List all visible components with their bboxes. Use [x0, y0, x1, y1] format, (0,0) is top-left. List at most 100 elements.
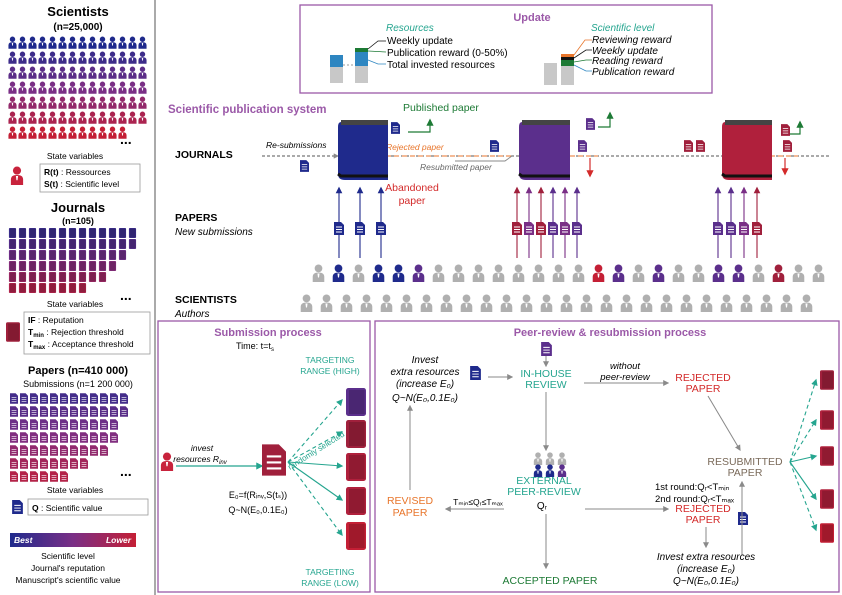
- journals-state-vars-label: State variables: [47, 299, 103, 309]
- scientist-icon: [18, 66, 27, 79]
- round-2: 2nd round:Qᵣ<Tₘₐₓ: [655, 494, 735, 505]
- published-paper-label: Published paper: [403, 102, 479, 114]
- author-icon: [640, 294, 653, 312]
- scientist-icon: [138, 111, 147, 124]
- journal-icon: [58, 228, 67, 238]
- paper-icon: [60, 445, 68, 456]
- scientist-icon: [28, 51, 37, 64]
- scientist-icon: [48, 36, 57, 49]
- paper-icon: [20, 458, 28, 469]
- scientist-icon: [128, 111, 137, 124]
- author-icon: [532, 264, 545, 282]
- submitted-paper-doc: [262, 444, 286, 476]
- resub-book-4: [820, 489, 834, 509]
- scientists-title: Scientists: [47, 4, 108, 19]
- submission-doc: [524, 222, 534, 235]
- paper-icon: [80, 419, 88, 430]
- scientist-icon: [78, 81, 87, 94]
- invest-bottom-3: Q~N(E₀,0.1E₀): [673, 576, 739, 587]
- scientist-icon: [138, 81, 147, 94]
- journal-icon: [38, 228, 47, 238]
- peer-review-process: Peer-review & resubmission process Inves…: [374, 320, 840, 593]
- resubmission-arrows: [789, 378, 818, 532]
- journal-icon: [78, 228, 87, 238]
- resubmission-arrow: [789, 453, 818, 463]
- journal-icon: [68, 239, 77, 249]
- resubmission-arrow: [789, 461, 817, 501]
- paper-icon: [40, 471, 48, 482]
- author-icon: [672, 264, 685, 282]
- journal-icon: [68, 283, 77, 293]
- sl-orange-cap: [561, 54, 574, 57]
- revised-2: PAPER: [393, 507, 428, 519]
- legend-line-1: Scientific level: [41, 551, 95, 561]
- scientist-icon: [78, 36, 87, 49]
- author-icon: [520, 294, 533, 312]
- journal-icon: [118, 250, 127, 260]
- invest-top-4: Q~N(E₀,0.1E₀): [392, 393, 458, 404]
- scientist-icon: [8, 126, 17, 139]
- author-icon: [332, 264, 345, 282]
- targeting-books: [346, 388, 366, 550]
- scientist-icon: [28, 111, 37, 124]
- targeting-arrows: [287, 399, 344, 537]
- journal-icon: [48, 261, 57, 271]
- author-icon: [760, 294, 773, 312]
- author-icon: [620, 294, 633, 312]
- author-icon: [472, 264, 485, 282]
- paper-icon: [50, 471, 58, 482]
- targeting-high-1: TARGETING: [306, 355, 355, 365]
- submission-doc: [752, 222, 762, 235]
- paper-icon: [70, 393, 78, 404]
- scientist-icon: [48, 66, 57, 79]
- target-book-2: [346, 420, 366, 448]
- scientist-icon: [78, 96, 87, 109]
- resources-grey-bar-2: [355, 66, 368, 83]
- scientist-icon: [8, 36, 17, 49]
- published-arrow-3: [790, 120, 804, 135]
- author-icon: [580, 294, 593, 312]
- resubmission-books: [820, 370, 834, 543]
- targeting-arrow: [287, 461, 344, 469]
- authors-label: Authors: [174, 309, 209, 320]
- published-arrow-1: [408, 118, 434, 133]
- scientist-icon: [18, 126, 27, 139]
- scientist-icon: [108, 96, 117, 109]
- paper-icon: [20, 471, 28, 482]
- author-icon: [572, 264, 585, 282]
- scientist-icon: [98, 96, 107, 109]
- author-icon: [712, 264, 725, 282]
- reviewer-icon: [557, 452, 567, 465]
- best-lower-gradient-bar: [10, 533, 136, 547]
- scientist-icon: [118, 111, 127, 124]
- journal-icon: [108, 261, 117, 271]
- resubmitted-doc-2: [684, 140, 693, 152]
- sl-grey-bar: [544, 63, 557, 85]
- paper-icon: [30, 432, 38, 443]
- submissions-count: Submissions (n=1 200 000): [23, 379, 133, 389]
- papers-state-vars-label: State variables: [47, 485, 103, 495]
- scientist-icon: [128, 36, 137, 49]
- invest-top-3: (increase E₀): [396, 379, 454, 390]
- target-book-4: [346, 487, 366, 515]
- journal-icon: [58, 250, 67, 260]
- journal-icon: [38, 261, 47, 271]
- paper-icon: [30, 471, 38, 482]
- paper-icon: [60, 432, 68, 443]
- journals-book-grid: [8, 228, 137, 293]
- resubmit-doc: [300, 160, 309, 172]
- resources-green-cap: [355, 48, 368, 52]
- resources-item-1: Weekly update: [387, 36, 453, 47]
- resubmissions-label: Re-submissions: [266, 140, 327, 150]
- rejected-paper-label: Rejected paper: [386, 142, 445, 152]
- author-icon: [492, 264, 505, 282]
- scientist-icon: [138, 66, 147, 79]
- scientist-icon: [88, 66, 97, 79]
- paper-icon: [40, 406, 48, 417]
- resources-item-2: Publication reward (0-50%): [387, 48, 508, 59]
- journal-icon: [18, 261, 27, 271]
- paper-icon: [40, 458, 48, 469]
- journal-icon: [98, 272, 107, 282]
- published-arrow-2: [598, 111, 614, 128]
- invest-top-2: extra resources: [391, 367, 460, 378]
